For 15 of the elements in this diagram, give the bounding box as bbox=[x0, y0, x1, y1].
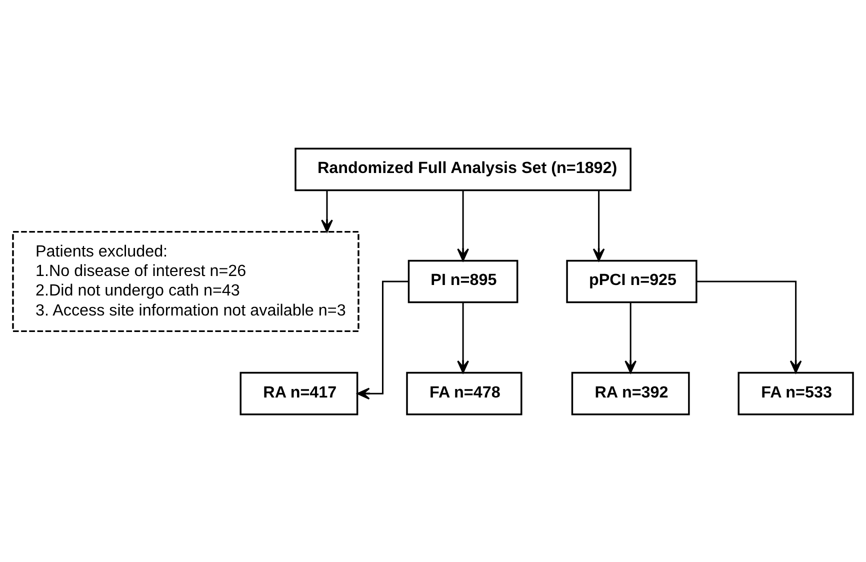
arrow bbox=[592, 190, 605, 261]
arrow bbox=[457, 190, 469, 261]
node-box: FA n=478 bbox=[406, 371, 522, 415]
node-box: pPCI n=925 bbox=[566, 259, 698, 303]
node-box: RA n=417 bbox=[240, 371, 358, 415]
arrow bbox=[321, 190, 333, 232]
arrow bbox=[624, 302, 637, 373]
node-box: PI n=895 bbox=[408, 259, 518, 303]
node-box: Patients excluded: 1.No disease of interest n=26 2.Did not undergo cath n=43 3. Access site information not available n=3 bbox=[12, 230, 360, 332]
arrow bbox=[696, 280, 802, 373]
node-box: RA n=392 bbox=[571, 371, 690, 415]
node-box: Randomized Full Analysis Set (n=1892) bbox=[294, 147, 632, 191]
arrow bbox=[356, 280, 409, 400]
arrow bbox=[457, 302, 469, 373]
node-box: FA n=533 bbox=[738, 371, 854, 415]
